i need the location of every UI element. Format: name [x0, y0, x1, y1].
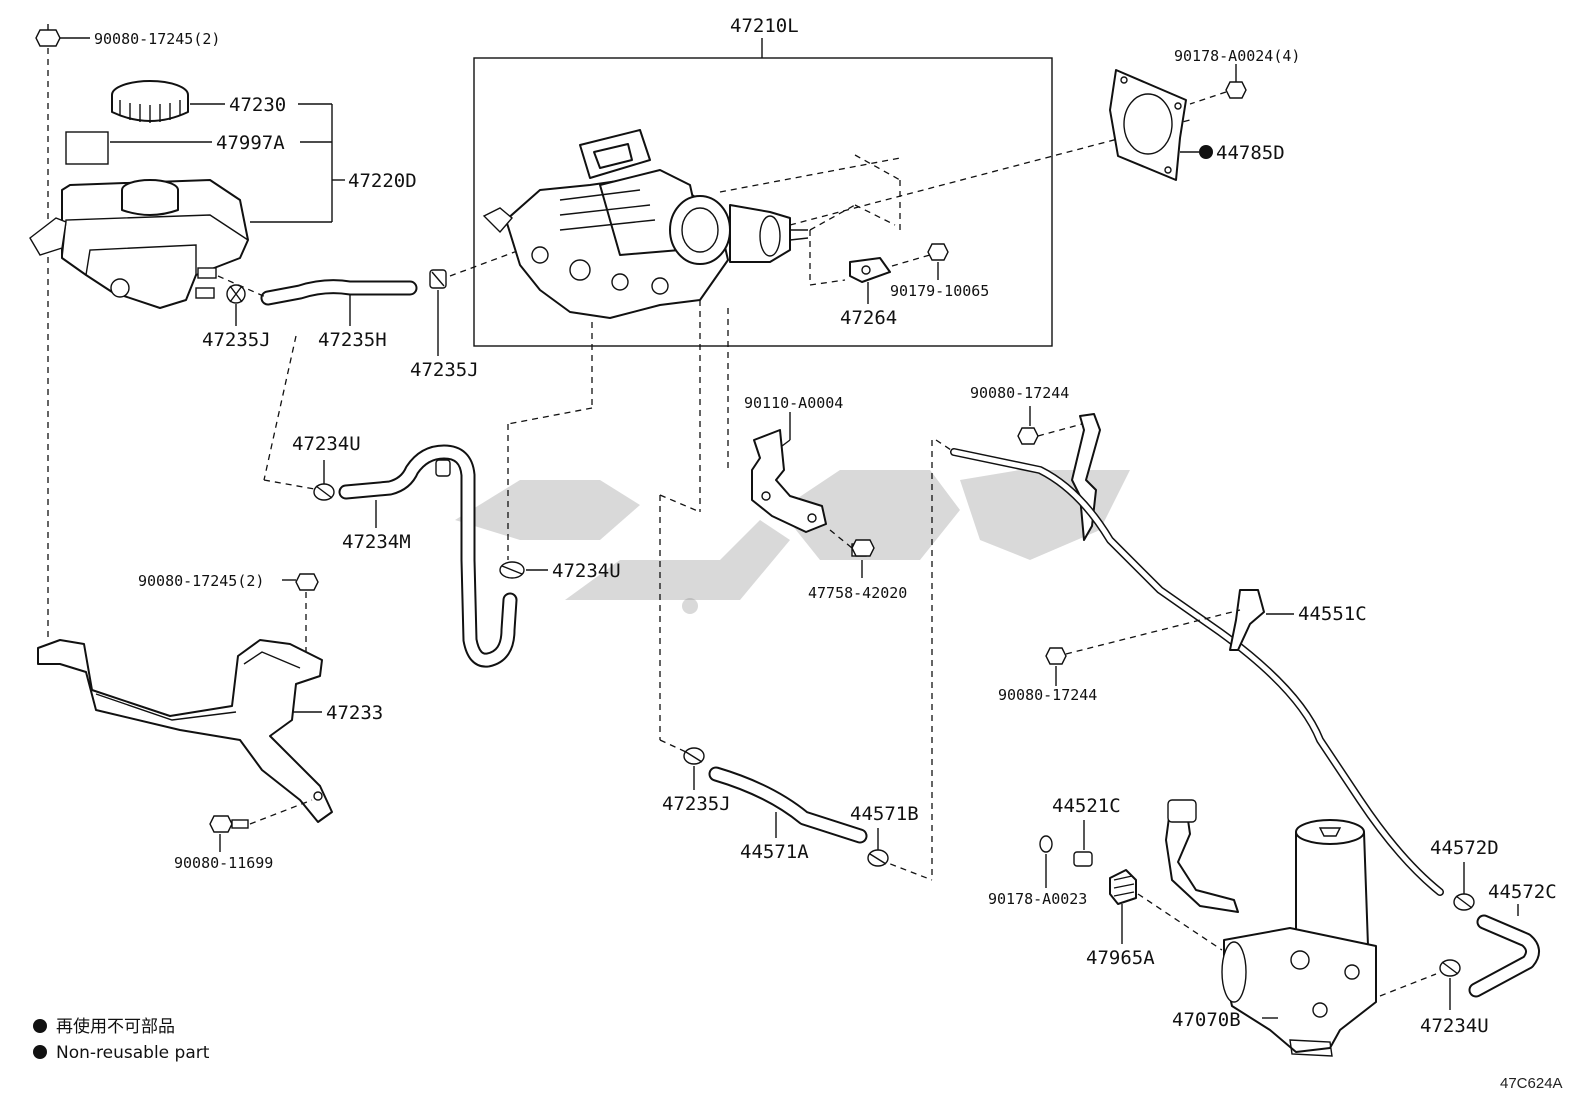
label-actuator-box: 47210L: [730, 15, 799, 37]
gasket-icon: [1109, 69, 1187, 181]
reservoir-group: [29, 24, 345, 640]
bolt-top-icon: [35, 24, 61, 47]
hose-47234m-group: [313, 444, 548, 668]
bolt-nut-4-icon: [1225, 81, 1247, 99]
tube-bracket-mid-icon: [1229, 589, 1265, 651]
nut-10065-icon: [927, 243, 949, 261]
label-nut-17244-lower: 90080-17244: [998, 686, 1097, 704]
tube-bracket-upper-icon: [1071, 413, 1101, 541]
bolt-44521c-icon: [1073, 851, 1093, 867]
legend-line-en: Non-reusable part: [56, 1043, 210, 1063]
label-bracket-47233: 47233: [326, 702, 383, 724]
label-damper-47965a: 47965A: [1086, 947, 1155, 969]
label-clip-234u-upper: 47234U: [292, 433, 361, 455]
label-clip-234u-lower: 47234U: [1420, 1015, 1489, 1037]
bracket-47233-group: [37, 573, 333, 852]
label-cap: 47230: [229, 94, 286, 116]
bracket-a0004-group: [751, 412, 875, 578]
reservoir-cap-icon: [111, 80, 189, 123]
label-reservoir-sub: 47220D: [348, 170, 417, 192]
label-bolt-a0004: 90110-A0004: [744, 394, 843, 412]
label-hose-44571a: 44571A: [740, 841, 809, 863]
watermark-logo: [455, 470, 1130, 614]
nut-17244-lower-icon: [1045, 647, 1067, 665]
clip-235j-lower-icon: [683, 747, 705, 765]
label-tube-44551c: 44551C: [1298, 603, 1367, 625]
label-hose-44572c: 44572C: [1488, 881, 1557, 903]
label-bolt-top: 90080-17245(2): [94, 30, 220, 48]
actuator-box: [473, 38, 1191, 560]
label-plate: 47997A: [216, 132, 285, 154]
clip-44571b-icon: [867, 849, 889, 867]
label-bracket-47264: 47264: [840, 307, 897, 329]
bolt-42020-icon: [851, 539, 875, 557]
clip-44572d-icon: [1453, 893, 1475, 911]
pump-body-icon: [1221, 927, 1377, 1057]
label-clip-44572d: 44572D: [1430, 837, 1499, 859]
label-bolt-42020: 47758-42020: [808, 584, 907, 602]
non-reusable-marker-icon: [1199, 145, 1213, 159]
clip-234u-lower-icon: [1439, 959, 1461, 977]
clip-mid-icon: [429, 269, 447, 289]
tube-44551c-group: [935, 406, 1444, 896]
nut-a0023-icon: [1039, 835, 1053, 853]
legend-bullet-icon: [33, 1045, 47, 1059]
legend-bullet-icon: [33, 1019, 47, 1033]
label-nut-10065: 90179-10065: [890, 282, 989, 300]
label-hose-234m: 47234M: [342, 531, 411, 553]
clip-234u-upper-icon: [313, 483, 335, 501]
bolt-11699-icon: [209, 815, 249, 833]
label-clip-235j-lower: 47235J: [662, 793, 731, 815]
bolt-bracket-icon: [295, 573, 319, 591]
hose-44571-group: [659, 440, 933, 881]
label-bolt-44521c: 44521C: [1052, 795, 1121, 817]
label-clip-234u-mid: 47234U: [552, 560, 621, 582]
label-nut-a0023: 90178-A0023: [988, 890, 1087, 908]
bracket-47264-icon: [849, 257, 891, 283]
label-bolt-bracket: 90080-17245(2): [138, 572, 264, 590]
label-clip-mid: 47235J: [410, 359, 479, 381]
legend-line-jp: 再使用不可部品: [56, 1016, 175, 1037]
reservoir-tank-icon: [29, 179, 249, 309]
label-gasket: 44785D: [1216, 142, 1285, 164]
label-clip-44571b: 44571B: [850, 803, 919, 825]
label-hose-h: 47235H: [318, 329, 387, 351]
legend: 再使用不可部品 Non-reusable part: [33, 1016, 210, 1063]
labels: 90080-17245(2) 47230 47997A 47220D 47235…: [94, 15, 1557, 1037]
label-plate-icon: [65, 131, 109, 165]
label-clip-left: 47235J: [202, 329, 271, 351]
bracket-a0004-icon: [751, 429, 827, 533]
label-nut-17244-upper: 90080-17244: [970, 384, 1069, 402]
nut-17244-upper-icon: [1017, 427, 1039, 445]
clip-234u-mid-icon: [499, 561, 525, 579]
pump-group: [1039, 799, 1540, 1057]
hose-47235h-group: [217, 249, 521, 491]
brake-actuator-icon: [482, 129, 809, 319]
label-bolt-11699: 90080-11699: [174, 854, 273, 872]
gasket-44785d-group: [1109, 64, 1247, 181]
reference-code: 47C624A: [1500, 1075, 1563, 1092]
label-nut-4: 90178-A0024(4): [1174, 47, 1300, 65]
label-pump-47070b: 47070B: [1172, 1009, 1241, 1031]
clip-left-icon: [226, 284, 246, 304]
bracket-47233-icon: [37, 639, 333, 823]
damper-47965a-icon: [1109, 869, 1137, 905]
